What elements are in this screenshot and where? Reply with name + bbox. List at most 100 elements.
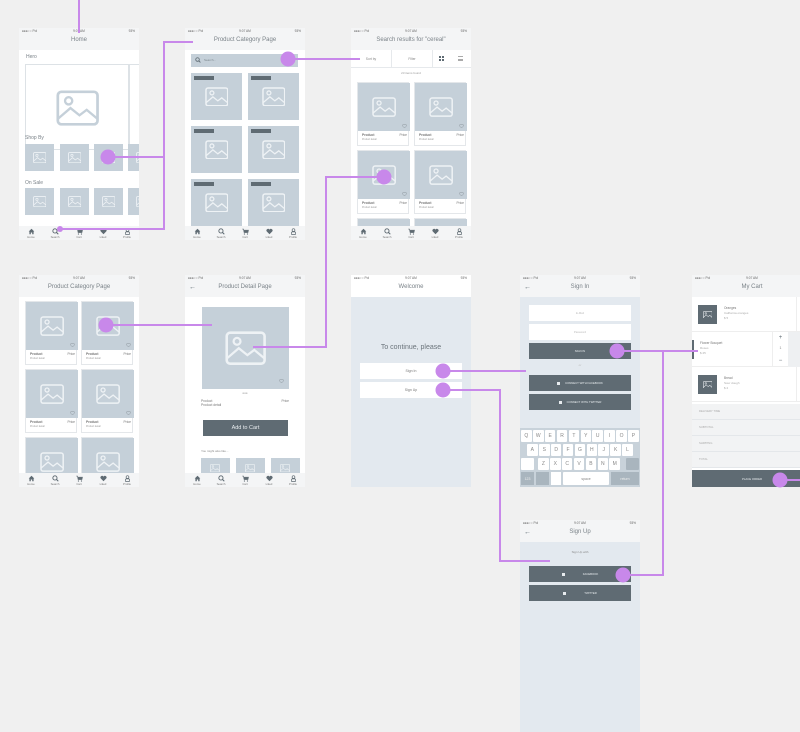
- tab-profile[interactable]: Profile: [447, 226, 471, 240]
- heart-icon[interactable]: [279, 379, 284, 384]
- heart-icon[interactable]: [126, 411, 131, 416]
- heart-icon[interactable]: [459, 192, 464, 197]
- add-to-cart-button[interactable]: Add to Cart: [203, 420, 288, 436]
- key-T[interactable]: T: [569, 430, 580, 442]
- tab-home[interactable]: Home: [185, 473, 209, 487]
- category-tile[interactable]: [191, 179, 242, 226]
- key-W[interactable]: W: [533, 430, 544, 442]
- heart-icon[interactable]: [402, 124, 407, 129]
- tab-cart[interactable]: Cart: [67, 226, 91, 240]
- tab-search[interactable]: Search: [43, 226, 67, 240]
- heart-icon[interactable]: [70, 411, 75, 416]
- key-F[interactable]: F: [563, 444, 574, 456]
- key-A[interactable]: A: [527, 444, 538, 456]
- tab-profile[interactable]: Profile: [281, 226, 305, 240]
- tab-search[interactable]: Search: [209, 473, 233, 487]
- facebook-connect-button[interactable]: CONNECT WITH FACEBOOK: [529, 375, 631, 391]
- category-tile[interactable]: [191, 126, 242, 173]
- backspace-key[interactable]: [626, 458, 639, 470]
- tab-liked[interactable]: Liked: [423, 226, 447, 240]
- decrement-button[interactable]: −: [773, 358, 788, 364]
- twitter-signup-button[interactable]: TWITTER: [529, 585, 631, 601]
- tab-liked[interactable]: Liked: [91, 473, 115, 487]
- hero-next-banner[interactable]: [129, 64, 139, 150]
- key-I[interactable]: I: [604, 430, 615, 442]
- key-Z[interactable]: Z: [538, 458, 549, 470]
- facebook-signup-button[interactable]: FACEBOOK: [529, 566, 631, 582]
- shift-key[interactable]: [521, 458, 534, 470]
- back-arrow-icon[interactable]: ←: [524, 284, 531, 291]
- sign-in-submit-button[interactable]: SIGN IN: [529, 343, 631, 359]
- place-order-button[interactable]: PLACE ORDER: [692, 470, 800, 487]
- key-D[interactable]: D: [551, 444, 562, 456]
- tab-cart[interactable]: Cart: [399, 226, 423, 240]
- shop-by-tile[interactable]: [25, 144, 54, 171]
- key-K[interactable]: K: [610, 444, 621, 456]
- shop-by-tile[interactable]: [60, 144, 89, 171]
- sign-in-button[interactable]: Sign In: [360, 363, 462, 379]
- tab-cart[interactable]: Cart: [233, 226, 257, 240]
- on-sale-tile[interactable]: [94, 188, 123, 215]
- key-E[interactable]: E: [545, 430, 556, 442]
- tab-home[interactable]: Home: [185, 226, 209, 240]
- heart-icon[interactable]: [402, 192, 407, 197]
- tab-liked[interactable]: Liked: [91, 226, 115, 240]
- tab-profile[interactable]: Profile: [115, 226, 139, 240]
- key-S[interactable]: S: [539, 444, 550, 456]
- heart-icon[interactable]: [126, 343, 131, 348]
- key-P[interactable]: P: [628, 430, 639, 442]
- space-key[interactable]: space: [563, 472, 609, 485]
- key-R[interactable]: R: [557, 430, 568, 442]
- twitter-connect-button[interactable]: CONNECT WITH TWITTER: [529, 394, 631, 410]
- quantity-stepper[interactable]: +1−: [772, 332, 787, 367]
- email-field[interactable]: E-Mail: [529, 305, 631, 321]
- tab-search[interactable]: Search: [375, 226, 399, 240]
- category-tile[interactable]: [248, 126, 299, 173]
- key-C[interactable]: C: [562, 458, 573, 470]
- key-B[interactable]: B: [586, 458, 597, 470]
- key-V[interactable]: V: [574, 458, 585, 470]
- key-L[interactable]: L: [622, 444, 633, 456]
- sign-up-button[interactable]: Sign Up: [360, 382, 462, 398]
- tab-profile[interactable]: Profile: [281, 473, 305, 487]
- tab-liked[interactable]: Liked: [257, 226, 281, 240]
- tab-liked[interactable]: Liked: [257, 473, 281, 487]
- numbers-key[interactable]: 123: [521, 472, 534, 485]
- on-sale-tile[interactable]: [25, 188, 54, 215]
- sort-by-button[interactable]: Sort by: [351, 50, 392, 68]
- category-tile[interactable]: [248, 179, 299, 226]
- shop-by-tile[interactable]: [128, 144, 139, 171]
- on-sale-tile[interactable]: [128, 188, 139, 215]
- heart-icon[interactable]: [70, 343, 75, 348]
- emoji-key[interactable]: [536, 472, 549, 485]
- back-arrow-icon[interactable]: ←: [524, 529, 531, 536]
- increment-button[interactable]: +: [773, 335, 788, 341]
- key-J[interactable]: J: [598, 444, 609, 456]
- return-key[interactable]: return: [611, 472, 639, 485]
- microphone-key[interactable]: [551, 472, 561, 485]
- grid-view-icon[interactable]: [439, 56, 444, 61]
- tab-home[interactable]: Home: [19, 473, 43, 487]
- shop-by-tile[interactable]: [94, 144, 123, 171]
- tab-search[interactable]: Search: [43, 473, 67, 487]
- key-M[interactable]: M: [609, 458, 620, 470]
- key-G[interactable]: G: [575, 444, 586, 456]
- heart-icon[interactable]: [459, 124, 464, 129]
- key-N[interactable]: N: [598, 458, 609, 470]
- key-O[interactable]: O: [616, 430, 627, 442]
- list-view-icon[interactable]: [458, 56, 463, 61]
- delete-button[interactable]: [788, 332, 800, 367]
- search-input[interactable]: Search...: [191, 54, 298, 67]
- tab-cart[interactable]: Cart: [233, 473, 257, 487]
